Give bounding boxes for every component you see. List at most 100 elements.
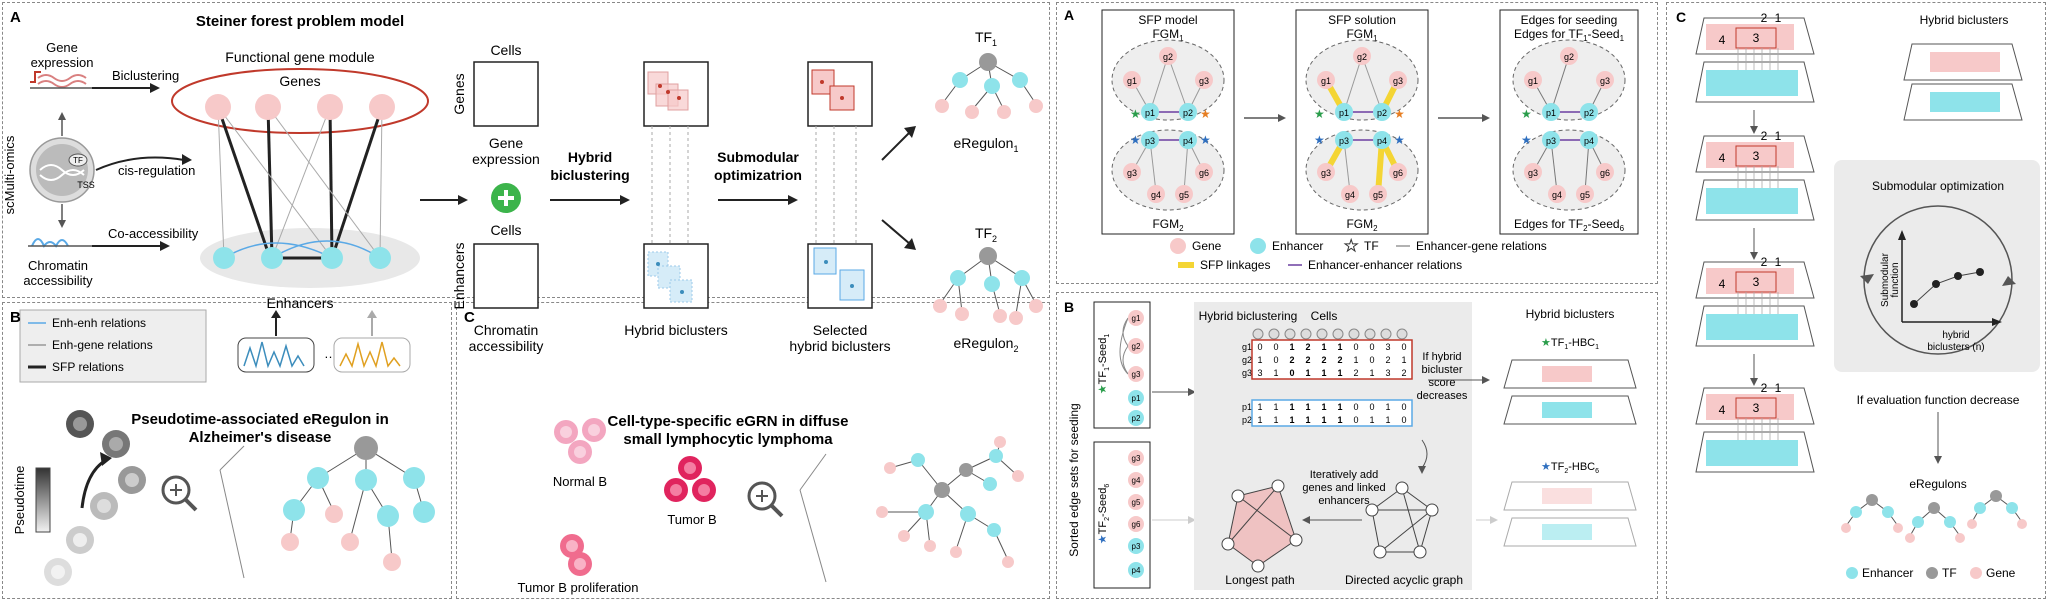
submodular-plot bbox=[1898, 230, 2002, 326]
svg-text:p3: p3 bbox=[1546, 136, 1556, 146]
sorted-edge-sets-label: Sorted edge sets for seeding bbox=[1067, 403, 1081, 556]
gene-matrix-cell: 3 bbox=[1385, 368, 1390, 378]
right-eregulons-networks bbox=[1841, 490, 2027, 543]
selected-biclusters-bottom bbox=[807, 243, 873, 309]
hbc1-stack bbox=[1503, 359, 1637, 425]
box1-bottom: FGM2 bbox=[1152, 217, 1184, 233]
svg-text:★: ★ bbox=[1314, 107, 1325, 121]
hybrid-biclusters-label: Hybrid biclusters bbox=[624, 322, 727, 338]
gene-matrix-cell: 2 bbox=[1353, 368, 1358, 378]
peak-matrix-cell: 1 bbox=[1289, 415, 1294, 425]
gene-matrix-cell: 1 bbox=[1273, 368, 1278, 378]
box2-title-2: FGM1 bbox=[1346, 27, 1378, 43]
enhancers-label: Enhancers bbox=[267, 295, 334, 311]
svg-text:p1: p1 bbox=[1339, 108, 1349, 118]
svg-text:p2: p2 bbox=[1377, 108, 1387, 118]
peak-matrix-cell: 0 bbox=[1401, 415, 1406, 425]
svg-text:★: ★ bbox=[1130, 133, 1141, 147]
genes-ellipse bbox=[171, 68, 429, 134]
peak-matrix-cell: 1 bbox=[1257, 415, 1262, 425]
svg-text:p4: p4 bbox=[1377, 136, 1387, 146]
gene-matrix-cell: 0 bbox=[1369, 355, 1374, 365]
submodular-function-2: function bbox=[1890, 262, 1901, 297]
hbc6-stack bbox=[1503, 481, 1637, 547]
hbc1-label: ★TF1-HBC1 bbox=[1541, 337, 1599, 351]
mid-panel-b bbox=[1056, 292, 1658, 599]
right-hybrid-biclusters-stack bbox=[1903, 43, 2023, 121]
peak-matrix-cell: 0 bbox=[1401, 402, 1406, 412]
mid-hybrid-biclustering-label: Hybrid biclustering bbox=[1199, 309, 1298, 323]
right-legend: Enhancer TF Gene bbox=[1846, 566, 2016, 580]
gene-matrix-cell: 1 bbox=[1337, 342, 1342, 352]
peak-matrix-cell: 1 bbox=[1369, 415, 1374, 425]
peak-matrix-cell: 1 bbox=[1289, 402, 1294, 412]
tumor-b-prolif-cells bbox=[560, 534, 592, 576]
left-a-title: Steiner forest problem model bbox=[196, 13, 404, 30]
svg-text:g3: g3 bbox=[1132, 370, 1141, 379]
co-accessibility-label: Co-accessibility bbox=[108, 226, 199, 241]
gene-matrix-cell: 1 bbox=[1321, 368, 1326, 378]
gene-matrix-cell: 0 bbox=[1369, 342, 1374, 352]
plus-icon bbox=[491, 183, 521, 213]
mid-panel-a bbox=[1056, 2, 1658, 284]
svg-text:g3: g3 bbox=[1242, 368, 1252, 378]
svg-text:p4: p4 bbox=[1183, 136, 1193, 146]
gene-expression-matrix bbox=[473, 61, 539, 127]
svg-text:g5: g5 bbox=[1132, 498, 1141, 507]
left-b-title-2: Alzheimer's disease bbox=[189, 429, 332, 446]
gene-matrix-cell: 1 bbox=[1353, 355, 1358, 365]
svg-text:p3: p3 bbox=[1132, 542, 1141, 551]
normal-b-label: Normal B bbox=[553, 474, 607, 489]
left-c-title-1: Cell-type-specific eGRN in diffuse bbox=[608, 413, 849, 430]
gene-expression-mid-1: Gene bbox=[489, 135, 523, 151]
tss-label: TSS bbox=[77, 180, 95, 190]
gene-matrix-cell: 1 bbox=[1305, 368, 1310, 378]
magnifier-icon-b bbox=[161, 475, 198, 512]
selected-label-2: hybrid biclusters bbox=[789, 338, 890, 354]
svg-text:★: ★ bbox=[1394, 107, 1405, 121]
legend-gene: Gene bbox=[1192, 239, 1222, 253]
mid-a-legend: Gene Enhancer ★ TF Enhancer-gene relatio… bbox=[1170, 238, 1547, 272]
cells-label-top: Cells bbox=[490, 42, 521, 58]
gene-expression-wave-icon bbox=[30, 71, 92, 89]
svg-text:g5: g5 bbox=[1179, 190, 1189, 200]
cell-nucleus-icon bbox=[29, 137, 95, 203]
left-b-title-1: Pseudotime-associated eRegulon in bbox=[131, 411, 389, 428]
stack-number: 3 bbox=[1753, 31, 1760, 45]
svg-text:g1: g1 bbox=[1242, 342, 1252, 352]
gene-matrix-cell: 2 bbox=[1337, 355, 1342, 365]
gene-matrix-cell: 3 bbox=[1257, 368, 1262, 378]
right-submodular-label: Submodular optimization bbox=[1872, 179, 2004, 193]
svg-text:p1: p1 bbox=[1145, 108, 1155, 118]
submodular-function-1: Submodular bbox=[1880, 252, 1891, 307]
stack-number: 4 bbox=[1719, 277, 1726, 291]
svg-text:g6: g6 bbox=[1199, 168, 1209, 178]
if-hybrid-1: If hybrid bbox=[1422, 351, 1461, 363]
legend-enh-gene-rel: Enhancer-gene relations bbox=[1416, 239, 1547, 253]
gene-matrix-cell: 2 bbox=[1305, 355, 1310, 365]
box1-title-1: SFP model bbox=[1138, 13, 1197, 27]
submodular-box bbox=[1834, 160, 2040, 372]
left-panel-c bbox=[456, 302, 1050, 599]
seed6-label: ★TF2-Seed6 bbox=[1097, 484, 1111, 545]
gene-matrix-cell: 1 bbox=[1289, 342, 1294, 352]
peak-matrix-cell: 1 bbox=[1305, 415, 1310, 425]
lymphoma-egrn-network bbox=[876, 436, 1024, 568]
gene-matrix-cell: 1 bbox=[1257, 355, 1262, 365]
gene-matrix-cell: 0 bbox=[1257, 342, 1262, 352]
svg-text:p2: p2 bbox=[1132, 414, 1141, 423]
eregulon1-label: eRegulon1 bbox=[954, 135, 1019, 154]
longest-path-label: Longest path bbox=[1225, 573, 1294, 587]
if-hybrid-4: decreases bbox=[1417, 390, 1468, 402]
svg-text:g1: g1 bbox=[1321, 76, 1331, 86]
svg-text:★: ★ bbox=[1521, 133, 1532, 147]
svg-text:p2: p2 bbox=[1584, 108, 1594, 118]
svg-text:p1: p1 bbox=[1242, 402, 1252, 412]
chromatin-mid-2: accessibility bbox=[469, 338, 544, 354]
